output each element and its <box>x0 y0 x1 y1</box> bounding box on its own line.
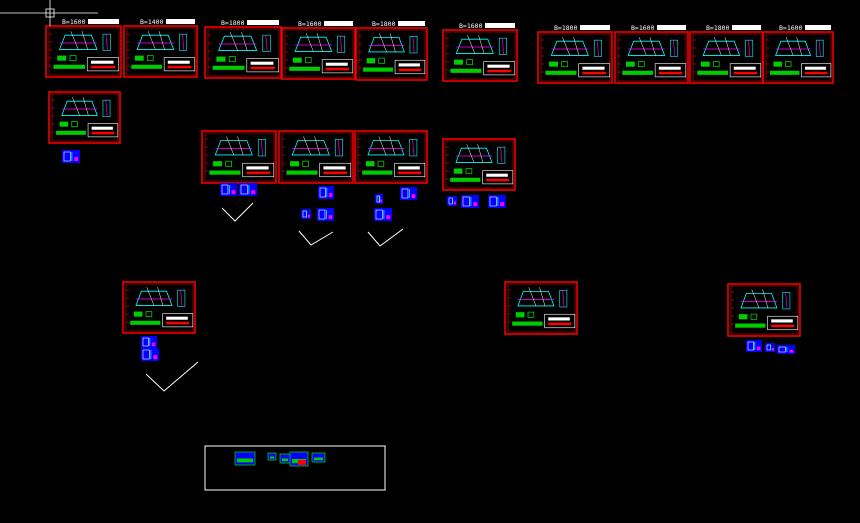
drawing-sheet[interactable] <box>727 283 801 337</box>
crosshair-pickbox <box>45 8 55 18</box>
sheet-title: B=1600 <box>631 24 655 32</box>
detail-block[interactable] <box>317 208 334 221</box>
detail-block[interactable] <box>400 187 417 200</box>
drawing-sheet[interactable]: B=1400 <box>123 18 198 78</box>
drawing-sheet[interactable]: B=1800 <box>689 24 764 84</box>
crosshair-cursor[interactable] <box>0 0 98 26</box>
detail-block[interactable] <box>447 196 457 206</box>
drawing-sheet[interactable] <box>504 281 578 335</box>
thumbnail-block[interactable] <box>311 452 326 463</box>
detail-block[interactable] <box>375 194 383 204</box>
drawing-sheet[interactable]: B=1600 <box>762 24 834 84</box>
detail-block[interactable] <box>461 195 479 208</box>
detail-block[interactable] <box>488 195 506 208</box>
drawing-sheet[interactable]: B=1800 <box>204 19 282 79</box>
thumbnail-marker <box>298 460 306 465</box>
drawing-sheet[interactable]: B=1600 <box>281 20 356 80</box>
drawing-sheet[interactable] <box>442 138 516 191</box>
sheet-title: B=1600 <box>779 24 803 32</box>
construction-line[interactable] <box>298 230 334 246</box>
drawing-sheet[interactable]: B=1600 <box>45 18 122 78</box>
sheet-title: B=1800 <box>554 24 578 32</box>
drawing-sheet[interactable]: B=1600 <box>614 24 689 84</box>
construction-line[interactable] <box>145 361 199 392</box>
drawing-sheet[interactable]: B=1800 <box>355 20 428 81</box>
sheet-title: B=1800 <box>372 20 396 28</box>
detail-block[interactable] <box>220 183 237 196</box>
detail-block[interactable] <box>301 209 311 219</box>
detail-blocks-layer <box>62 150 795 361</box>
drawing-sheet[interactable] <box>48 91 121 144</box>
detail-block[interactable] <box>765 343 775 352</box>
drawing-sheet[interactable] <box>354 130 428 184</box>
thumbnail-block[interactable] <box>279 453 291 464</box>
detail-block[interactable] <box>141 348 159 361</box>
detail-block[interactable] <box>374 208 392 221</box>
drawing-sheet[interactable] <box>278 130 354 184</box>
construction-line[interactable] <box>367 228 404 247</box>
drawing-sheet[interactable]: B=1600 <box>442 22 518 82</box>
detail-block[interactable] <box>777 345 795 354</box>
construction-lines-layer <box>145 202 404 491</box>
sheet-title: B=1600 <box>459 22 483 30</box>
thumbnail-block[interactable] <box>267 452 277 461</box>
detail-block[interactable] <box>62 150 80 163</box>
sheet-title: B=1800 <box>221 19 245 27</box>
sheet-title: B=1600 <box>298 20 322 28</box>
legend-box[interactable] <box>204 445 386 491</box>
thumbnail-block[interactable] <box>234 451 256 466</box>
sheet-title: B=1800 <box>706 24 730 32</box>
construction-line[interactable] <box>221 202 254 222</box>
detail-block[interactable] <box>239 183 257 196</box>
sheet-title: B=1400 <box>140 18 164 26</box>
drawing-sheet[interactable] <box>122 281 196 334</box>
sheet-title: B=1600 <box>62 18 86 26</box>
detail-block[interactable] <box>746 340 762 352</box>
detail-block[interactable] <box>141 336 157 348</box>
drawing-sheet[interactable]: B=1800 <box>537 24 613 84</box>
detail-block[interactable] <box>318 186 334 199</box>
